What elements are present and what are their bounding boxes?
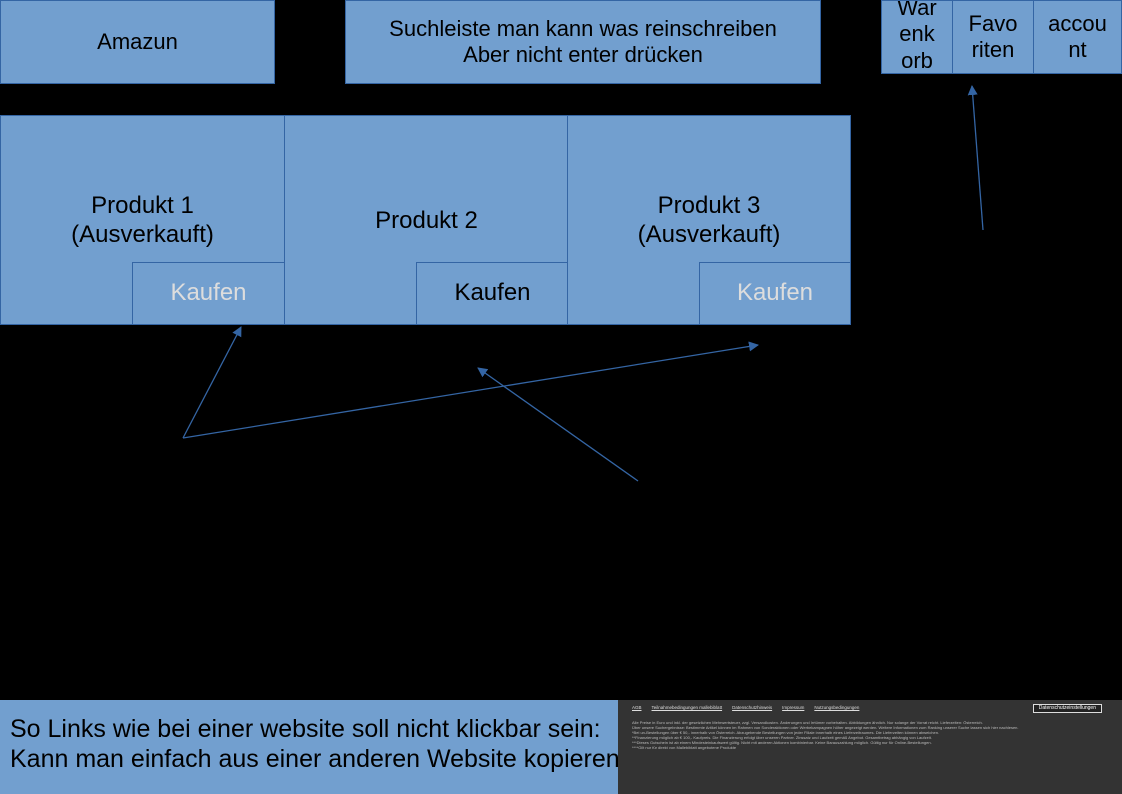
- arrow-to-sold-out-1: [182, 326, 242, 439]
- cart-button[interactable]: War enk orb: [881, 0, 953, 74]
- favorites-button[interactable]: Favo riten: [952, 0, 1034, 74]
- footer-link: AGB: [632, 705, 642, 710]
- footer-fine-print: Alle Preise in Euro und inkl. der gesetz…: [632, 720, 1110, 750]
- footer-links-snippet: AGB Teilnahmebedingungen mallebiblatt Da…: [618, 700, 1122, 794]
- logo[interactable]: Amazun: [0, 0, 275, 84]
- fine-print-line: Alle Preise in Euro und inkl. der gesetz…: [632, 720, 983, 725]
- buy-button-disabled: Kaufen: [699, 262, 851, 325]
- product-name: Produkt 2: [375, 207, 478, 234]
- arrow-to-sold-out-3: [182, 341, 759, 439]
- buy-label: Kaufen: [170, 279, 247, 307]
- fine-print-line: ****Gilt nur für direkt von Mallebiblatt…: [632, 745, 737, 750]
- product-status: (Ausverkauft): [71, 221, 214, 248]
- fine-print-line: *Bei un-Bestellungen über € 50,- innerha…: [632, 730, 940, 735]
- fine-print-line: **Finanzierung möglich ab € 100,- Kaufpr…: [632, 735, 932, 740]
- buy-button[interactable]: Kaufen: [416, 262, 569, 325]
- product-name: Produkt 3: [657, 192, 761, 219]
- product-card-1: Produkt 1 (Ausverkauft) Kaufen: [0, 115, 285, 325]
- product-name: Produkt 1: [91, 192, 194, 219]
- account-label: accou nt: [1048, 10, 1107, 62]
- buy-label: Kaufen: [454, 279, 531, 307]
- footer-note-line-1: So Links wie bei einer website soll nich…: [10, 715, 601, 743]
- cart-label: War enk orb: [897, 0, 937, 73]
- favorites-label: Favo riten: [968, 10, 1018, 62]
- footer-note-line-2: Kann man einfach aus einer anderen Websi…: [10, 745, 620, 773]
- footer-note: So Links wie bei einer website soll nich…: [0, 700, 640, 794]
- product-status: (Ausverkauft): [637, 221, 781, 248]
- buy-button-disabled: Kaufen: [132, 262, 285, 325]
- buy-label: Kaufen: [736, 279, 814, 307]
- product-card-3: Produkt 3 (Ausverkauft) Kaufen: [567, 115, 851, 325]
- logo-text: Amazun: [97, 28, 178, 54]
- footer-link: Nutzungsbedingungen: [814, 705, 860, 710]
- footer-link: Datenschutzhinweis: [732, 705, 773, 710]
- footer-link: Teilnahmebedingungen mallebiblatt: [651, 705, 723, 710]
- arrow-to-cart: [967, 85, 984, 231]
- search-line-1: Suchleiste man kann was reinschreiben: [389, 15, 777, 41]
- search-bar[interactable]: Suchleiste man kann was reinschreiben Ab…: [345, 0, 821, 84]
- fine-print-line: Über unsere Suchergebnisse: Bestimmte Ar…: [632, 725, 1019, 730]
- account-button[interactable]: accou nt: [1033, 0, 1122, 74]
- fine-print-line: ***Dieses Gutschein ist ab einem Mindest…: [632, 740, 932, 745]
- privacy-settings-button: Datenschutzeinstellungen: [1032, 704, 1102, 713]
- arrow-to-buy-2: [477, 367, 639, 482]
- search-line-2: Aber nicht enter drücken: [463, 42, 703, 67]
- footer-links: AGB Teilnahmebedingungen mallebiblatt Da…: [632, 705, 1110, 710]
- footer-link: Impressum: [782, 705, 805, 710]
